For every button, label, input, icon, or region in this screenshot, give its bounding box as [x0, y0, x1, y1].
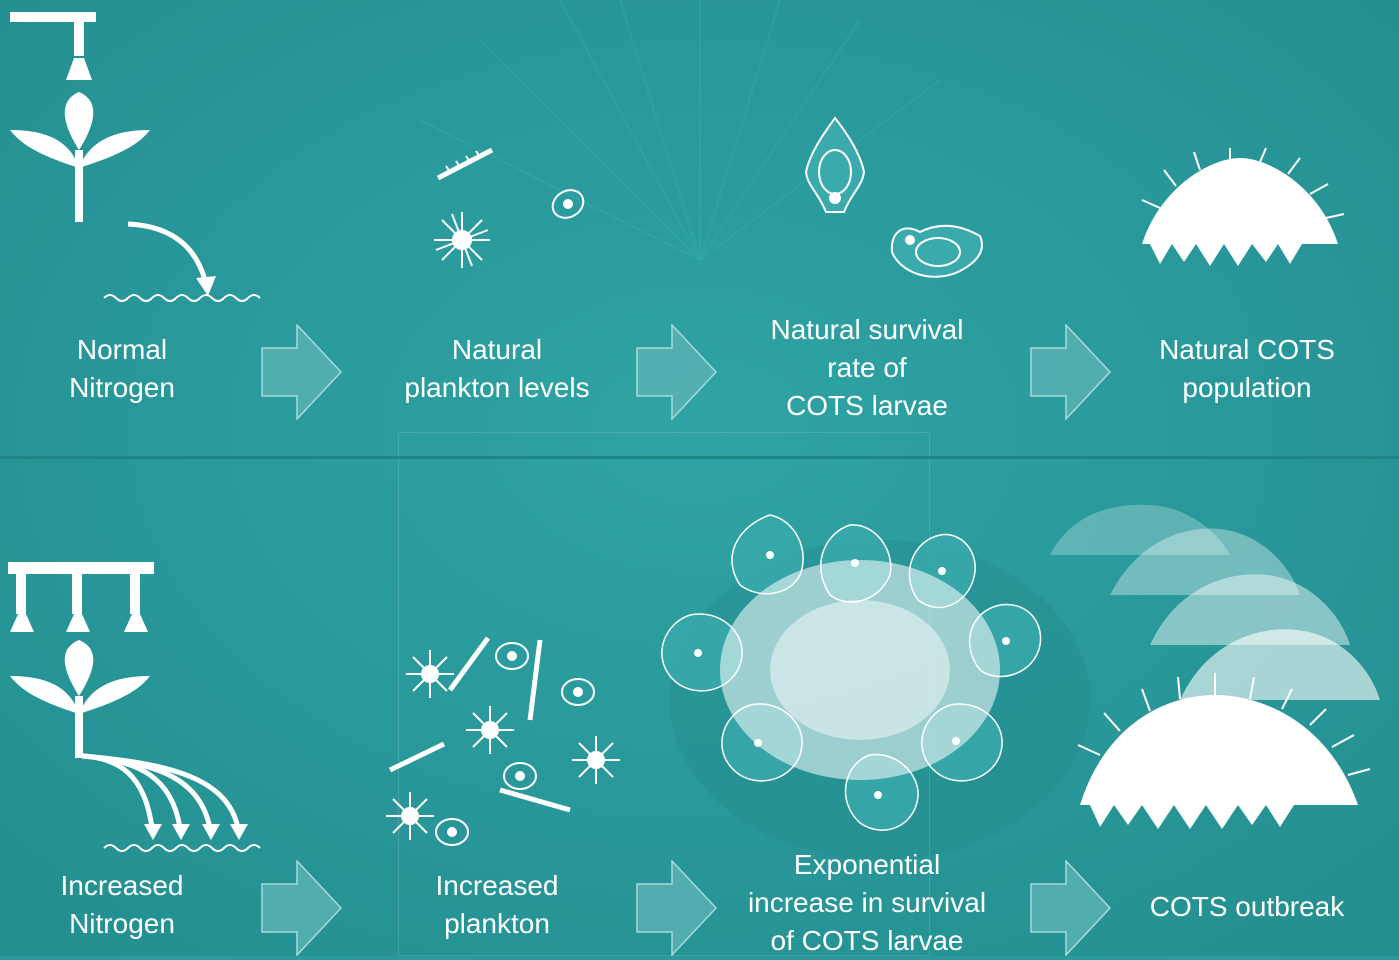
- many-starfish-icon: [1050, 504, 1380, 829]
- single-starfish-icon: [1141, 147, 1345, 266]
- two-larvae-icon: [804, 116, 983, 278]
- label-line: COTS outbreak: [1149, 891, 1345, 922]
- fertilizer-single-sprinkler-icon: [10, 12, 261, 302]
- label-line: increase in survival: [747, 887, 987, 918]
- label-line: of COTS larvae: [770, 925, 964, 956]
- fertilizer-triple-sprinkler-icon: [8, 562, 261, 852]
- step-label-increased-plankton: Increased plankton: [397, 867, 597, 943]
- label-line: Natural COTS: [1159, 334, 1335, 365]
- step-label-natural-plankton: Natural plankton levels: [372, 331, 622, 407]
- right-block-arrow-icon: [261, 324, 343, 420]
- few-plankton-icon: [434, 147, 585, 268]
- step-label-cots-outbreak: COTS outbreak: [1122, 888, 1372, 926]
- label-line: Increased: [435, 870, 559, 901]
- step-label-increased-nitrogen: Increased Nitrogen: [22, 867, 222, 943]
- right-block-arrow-icon: [636, 860, 718, 956]
- label-line: Exponential: [793, 849, 941, 880]
- label-line: plankton: [444, 908, 550, 939]
- label-line: Nitrogen: [69, 908, 175, 939]
- label-line: Natural: [451, 334, 543, 365]
- step-label-exponential-increase: Exponential increase in survival of COTS…: [727, 846, 1007, 960]
- row-divider: [0, 456, 1399, 459]
- label-line: plankton levels: [404, 372, 590, 403]
- label-line: Nitrogen: [69, 372, 175, 403]
- step-label-normal-nitrogen: Normal Nitrogen: [22, 331, 222, 407]
- label-line: Normal: [76, 334, 168, 365]
- label-line: COTS larvae: [786, 390, 948, 421]
- label-line: Natural survival: [770, 314, 964, 345]
- step-label-natural-survival: Natural survival rate of COTS larvae: [737, 311, 997, 425]
- many-plankton-icon: [386, 636, 620, 846]
- label-line: Increased: [60, 870, 184, 901]
- right-block-arrow-icon: [261, 860, 343, 956]
- right-block-arrow-icon: [1030, 860, 1112, 956]
- right-block-arrow-icon: [1030, 324, 1112, 420]
- right-block-arrow-icon: [636, 324, 718, 420]
- larvae-cluster-icon: [661, 514, 1042, 831]
- step-label-natural-cots: Natural COTS population: [1122, 331, 1372, 407]
- label-line: population: [1182, 372, 1312, 403]
- label-line: rate of: [827, 352, 907, 383]
